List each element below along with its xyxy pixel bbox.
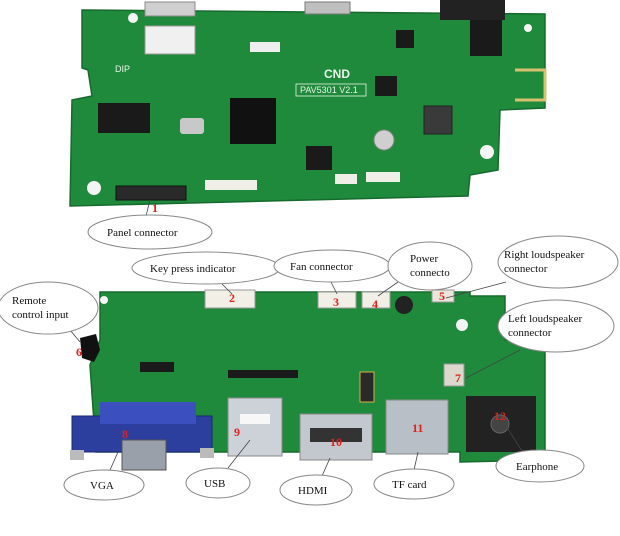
tf-card-slot (385, 399, 449, 455)
number-5: 5 (439, 289, 445, 303)
model-box (295, 83, 367, 97)
chip-regulator (375, 76, 397, 96)
number-9: 9 (234, 425, 240, 439)
chip-left (98, 103, 150, 133)
mount-hole (524, 24, 532, 32)
callout-right-loudspeaker: Right loudspeaker connector (445, 235, 619, 299)
top-edge-connector-2 (304, 1, 351, 15)
vga-shell (100, 402, 196, 424)
number-1: 1 (152, 201, 158, 215)
power-capacitor (395, 296, 413, 314)
callout-earphone: Earphone (495, 425, 585, 483)
inductor (423, 105, 453, 135)
left-speaker-label-line1: Left loudspeaker (508, 313, 583, 325)
top-pcb: DIP CND PAV5301 V2.1 1 (69, 0, 547, 215)
header-bottom-1 (205, 180, 257, 190)
key-press-label: Key press indicator (150, 263, 236, 275)
header-bottom-2 (335, 174, 357, 184)
panel-connector-label: Panel connector (107, 227, 178, 239)
mount-hole (128, 13, 138, 23)
small-header (250, 42, 280, 52)
number-6: 6 (76, 345, 82, 359)
vga-screw-left (70, 450, 84, 460)
header-bottom-3 (366, 172, 400, 182)
chip-right-top (470, 20, 502, 56)
antenna-trace (515, 68, 547, 102)
chip-bottom-mid (306, 146, 332, 170)
callout-panel-connector: Panel connector (87, 199, 213, 250)
key-header (204, 289, 256, 309)
main-soc-chip (230, 98, 276, 144)
usb-tongue (240, 414, 270, 424)
remote-label-line2: control input (12, 309, 69, 321)
model-label: PAV5301 V2.1 (300, 85, 358, 95)
fan-header (317, 291, 357, 309)
usb-port (227, 397, 283, 457)
dip-label: DIP (115, 64, 130, 74)
number-8: 8 (122, 427, 128, 441)
ir-header (140, 362, 174, 372)
callout-power-connector: Power connecto (377, 241, 473, 297)
top-right-jack (440, 0, 505, 20)
white-socket (144, 25, 196, 55)
hdmi-label: HDMI (298, 485, 328, 497)
top-edge-connector (144, 1, 196, 17)
earphone-hole (490, 414, 510, 434)
number-4: 4 (372, 297, 378, 311)
number-12: 12 (494, 409, 506, 423)
number-3: 3 (333, 295, 339, 309)
chip-small-top (396, 30, 414, 48)
fpc-header (228, 370, 298, 378)
bottom-pcb (70, 289, 546, 471)
tf-card-label: TF card (392, 479, 427, 491)
callout-fan-connector: Fan connector (273, 249, 391, 295)
number-10: 10 (330, 435, 342, 449)
mount-hole (456, 319, 468, 331)
left-speaker-label-line2: connector (508, 327, 552, 339)
callout-hdmi: HDMI (279, 457, 353, 506)
fan-connector-label: Fan connector (290, 261, 353, 273)
callout-usb: USB (185, 439, 251, 499)
mount-hole (100, 296, 108, 304)
earphone-label: Earphone (516, 461, 558, 473)
buzzer (373, 129, 395, 151)
ir-receiver (80, 334, 100, 362)
vga-plug (121, 439, 167, 471)
power-label-line2: connecto (410, 267, 450, 279)
vga-screw-right (200, 448, 214, 458)
remote-label-line1: Remote (12, 295, 46, 307)
vga-label: VGA (90, 480, 114, 492)
crystal (180, 118, 204, 134)
number-11: 11 (412, 421, 423, 435)
brand-logo: CND (324, 67, 350, 81)
left-speaker-header (443, 363, 465, 387)
capacitor (359, 371, 375, 403)
usb-label: USB (204, 478, 225, 490)
top-board-body (69, 9, 546, 207)
callout-remote-control: Remote control input (0, 281, 99, 343)
mount-hole (87, 181, 101, 195)
callout-tf-card: TF card (373, 451, 455, 500)
right-speaker-label-line1: Right loudspeaker (504, 249, 585, 261)
callout-vga: VGA (63, 451, 145, 501)
callout-left-loudspeaker: Left loudspeaker connector (465, 299, 615, 379)
mount-hole (480, 145, 494, 159)
power-label-line1: Power (410, 253, 438, 265)
number-7: 7 (455, 371, 461, 385)
callout-key-press-indicator: Key press indicator (131, 251, 281, 295)
power-header (361, 291, 391, 309)
number-2: 2 (229, 291, 235, 305)
hdmi-opening (310, 428, 362, 442)
panel-connector-socket (115, 185, 187, 201)
right-speaker-label-line2: connector (504, 263, 548, 275)
